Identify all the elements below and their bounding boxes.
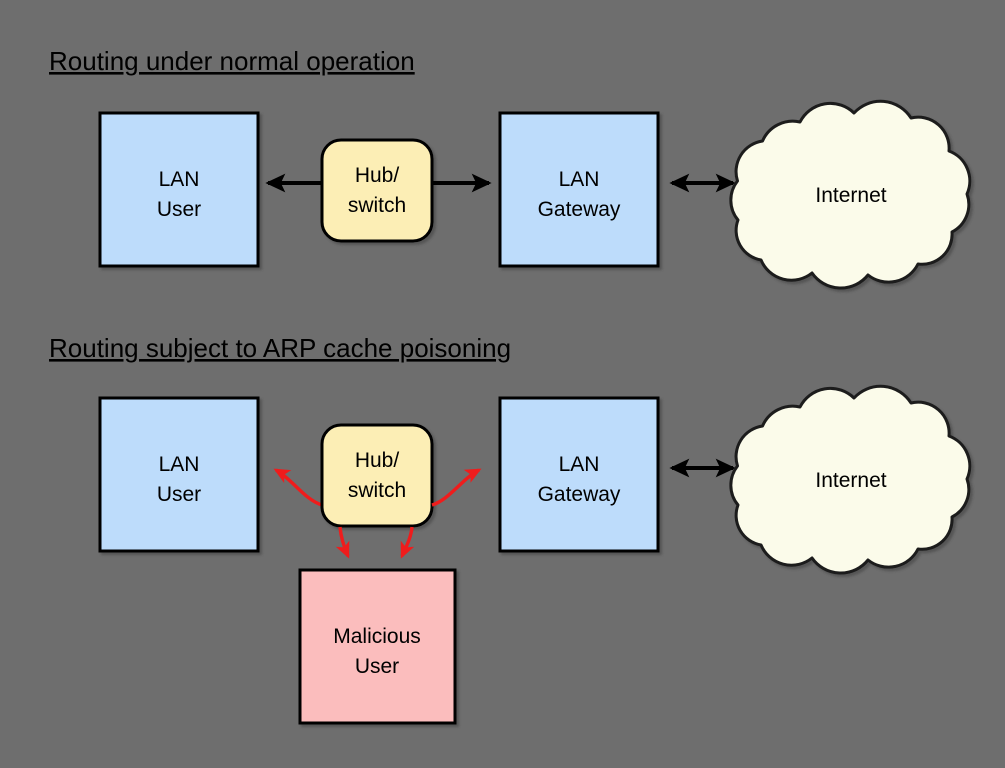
lan-gateway-2-box[interactable] [498, 396, 660, 553]
lan-user-2-box[interactable] [98, 396, 260, 553]
lan-user-2-label-line1: LAN [159, 453, 200, 476]
node-lan-user[interactable]: LAN User [98, 111, 260, 268]
lan-user-label-line2: User [157, 198, 201, 221]
node-lan-user-2[interactable]: LAN User [98, 396, 260, 553]
lan-gateway-2-label-line1: LAN [559, 453, 600, 476]
lan-gateway-label-line1: LAN [559, 168, 600, 191]
connector-red-hub-to-malicious-left [335, 526, 350, 559]
lan-user-box[interactable] [98, 111, 260, 268]
section-normal-operation: Routing under normal operation LAN User … [49, 46, 972, 290]
malicious-user-label-line2: User [355, 655, 399, 678]
lan-gateway-label-line2: Gateway [538, 198, 621, 221]
lan-gateway-box[interactable] [498, 111, 660, 268]
lan-gateway-2-label-line2: Gateway [538, 483, 621, 506]
lan-user-2-label-line2: User [157, 483, 201, 506]
connector-red-hub-to-lan-gateway [431, 468, 482, 507]
node-lan-gateway-2[interactable]: LAN Gateway [498, 396, 660, 553]
section-heading-normal: Routing under normal operation [49, 46, 415, 76]
section-arp-poisoning: Routing subject to ARP cache poisoning L… [49, 333, 972, 725]
internet-label: Internet [815, 184, 886, 207]
connector-red-hub-to-malicious-right [400, 526, 415, 559]
node-malicious-user[interactable]: Malicious User [298, 568, 457, 725]
node-internet-2[interactable]: Internet [729, 384, 972, 575]
hub-switch-box[interactable] [320, 138, 434, 243]
internet-2-label: Internet [815, 469, 886, 492]
section-heading-poisoning: Routing subject to ARP cache poisoning [49, 333, 511, 363]
hub-switch-2-box[interactable] [320, 423, 434, 528]
node-internet[interactable]: Internet [729, 99, 972, 290]
hub-switch-label-line2: switch [348, 194, 406, 217]
node-lan-gateway[interactable]: LAN Gateway [498, 111, 660, 268]
internet-cloud-shape[interactable] [729, 99, 972, 290]
malicious-user-box[interactable] [298, 568, 457, 725]
hub-switch-2-label-line2: switch [348, 479, 406, 502]
connector-red-hub-to-lan-user [273, 468, 323, 507]
hub-switch-2-label-line1: Hub/ [355, 449, 400, 472]
malicious-user-label-line1: Malicious [333, 625, 421, 648]
lan-user-label-line1: LAN [159, 168, 200, 191]
node-hub-switch[interactable]: Hub/ switch [320, 138, 434, 243]
hub-switch-label-line1: Hub/ [355, 164, 400, 187]
node-hub-switch-2[interactable]: Hub/ switch [320, 423, 434, 528]
internet-cloud-2-shape[interactable] [729, 384, 972, 575]
